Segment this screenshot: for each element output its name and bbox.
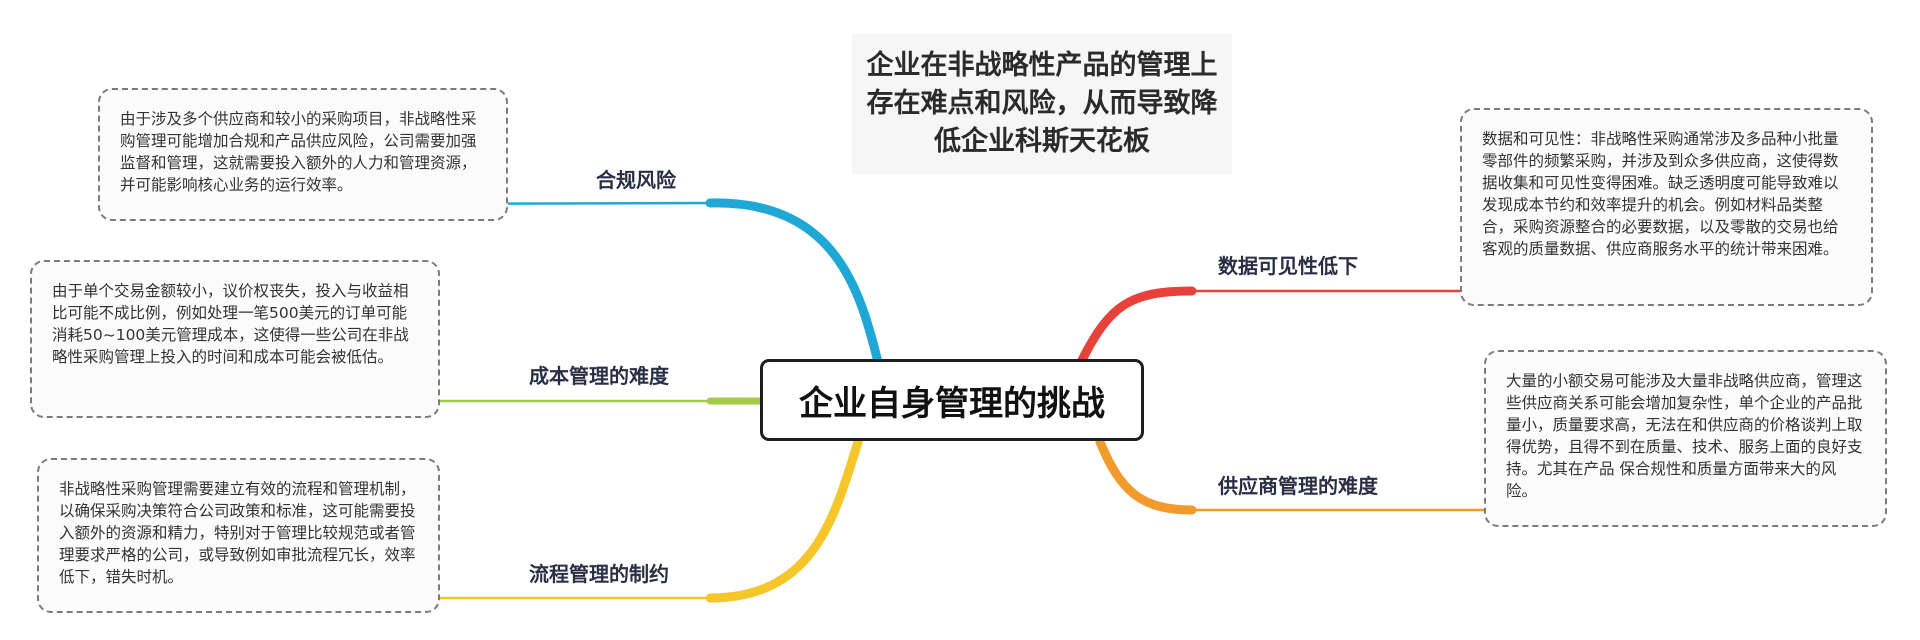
link-compliance-thick [705,198,883,367]
branch-compliance-label[interactable]: 合规风险 [596,168,676,192]
branch-supplier-label[interactable]: 供应商管理的难度 [1218,474,1378,498]
note-process[interactable]: 非战略性采购管理需要建立有效的流程和管理机制，以确保采购决策符合公司政策和标准，… [37,458,440,613]
note-compliance-text: 由于涉及多个供应商和较小的采购项目，非战略性采购管理可能增加合规和产品供应风险，… [120,110,477,194]
note-data[interactable]: 数据和可见性：非战略性采购通常涉及多品种小批量零部件的频繁采购，并涉及到众多供应… [1460,108,1873,306]
note-cost-text: 由于单个交易金额较小，议价权丧失，投入与收益相比可能不成比例，例如处理一笔500… [52,282,409,366]
note-supplier[interactable]: 大量的小额交易可能涉及大量非战略供应商，管理这些供应商关系可能会增加复杂性，单个… [1484,350,1887,527]
central-topic[interactable]: 企业自身管理的挑战 [760,359,1144,441]
floating-title-text: 企业在非战略性产品的管理上存在难点和风险，从而导致降低企业科斯天花板 [866,50,1218,157]
note-process-text: 非战略性采购管理需要建立有效的流程和管理机制，以确保采购决策符合公司政策和标准，… [59,480,416,586]
note-cost[interactable]: 由于单个交易金额较小，议价权丧失，投入与收益相比可能不成比例，例如处理一笔500… [30,260,440,418]
branch-data-label[interactable]: 数据可见性低下 [1218,254,1358,278]
link-process-thick [705,437,863,603]
note-supplier-text: 大量的小额交易可能涉及大量非战略供应商，管理这些供应商关系可能会增加复杂性，单个… [1506,372,1863,500]
note-compliance[interactable]: 由于涉及多个供应商和较小的采购项目，非战略性采购管理可能增加合规和产品供应风险，… [98,88,508,221]
branch-process-label[interactable]: 流程管理的制约 [529,562,669,586]
link-data-thick [1077,286,1197,365]
branch-cost-label[interactable]: 成本管理的难度 [529,364,669,388]
floating-title[interactable]: 企业在非战略性产品的管理上存在难点和风险，从而导致降低企业科斯天花板 [852,34,1232,174]
central-topic-text: 企业自身管理的挑战 [799,383,1105,424]
link-supplier-thick [1095,437,1197,515]
note-data-text: 数据和可见性：非战略性采购通常涉及多品种小批量零部件的频繁采购，并涉及到众多供应… [1482,130,1839,258]
